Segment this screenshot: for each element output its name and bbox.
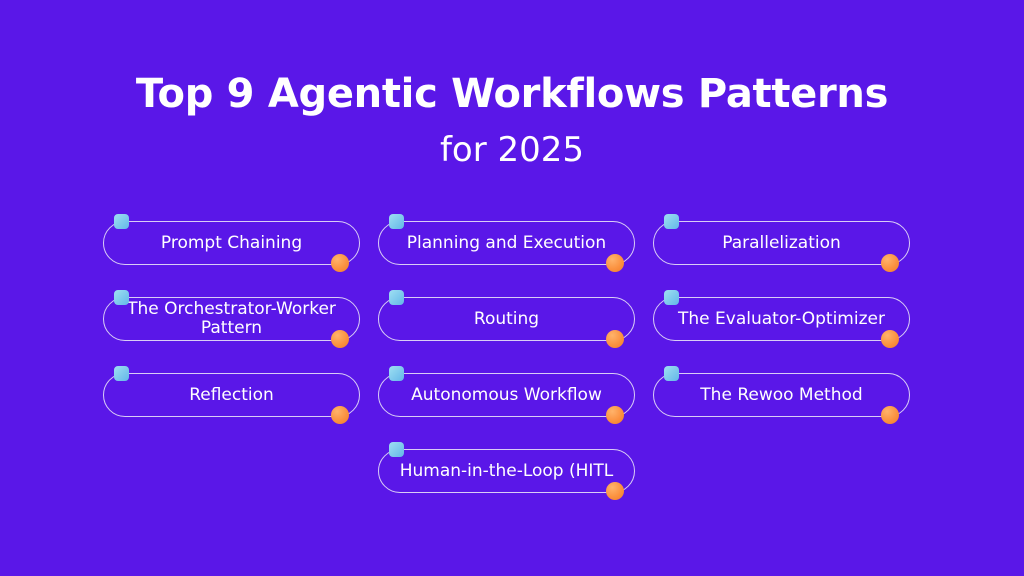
- square-node-icon: [664, 214, 679, 229]
- pattern-label: The Rewoo Method: [700, 384, 863, 405]
- circle-node-icon: [881, 406, 899, 424]
- title-block: Top 9 Agentic Workflows Patterns for 202…: [0, 68, 1024, 174]
- circle-node-icon: [331, 330, 349, 348]
- pattern-slot: The Orchestrator-Worker Pattern: [103, 290, 360, 348]
- pattern-pill[interactable]: The Rewoo Method: [653, 373, 910, 417]
- pattern-pill[interactable]: Parallelization: [653, 221, 910, 265]
- pattern-row: Prompt Chaining Planning and Execution Par…: [103, 214, 924, 272]
- pattern-label: Autonomous Workflow: [411, 384, 602, 405]
- square-node-icon: [389, 366, 404, 381]
- square-node-icon: [114, 366, 129, 381]
- pattern-pill[interactable]: Autonomous Workflow: [378, 373, 635, 417]
- pattern-row: The Orchestrator-Worker Pattern Routing Th…: [103, 290, 924, 348]
- pattern-slot: The Rewoo Method: [653, 366, 910, 424]
- pattern-label: Parallelization: [722, 232, 841, 253]
- pattern-slot: The Evaluator-Optimizer: [653, 290, 910, 348]
- pattern-pill[interactable]: Human-in-the-Loop (HITL: [378, 449, 635, 493]
- pattern-label: The Orchestrator-Worker Pattern: [127, 299, 336, 338]
- pattern-pill[interactable]: Routing: [378, 297, 635, 341]
- pattern-pill[interactable]: The Orchestrator-Worker Pattern: [103, 297, 360, 341]
- pattern-row: Human-in-the-Loop (HITL: [103, 442, 924, 500]
- circle-node-icon: [881, 254, 899, 272]
- square-node-icon: [114, 290, 129, 305]
- pattern-pill[interactable]: Prompt Chaining: [103, 221, 360, 265]
- pattern-label: Reflection: [189, 384, 274, 405]
- pattern-label: Prompt Chaining: [160, 232, 303, 253]
- square-node-icon: [389, 214, 404, 229]
- pattern-slot: Human-in-the-Loop (HITL: [378, 442, 635, 500]
- square-node-icon: [389, 290, 404, 305]
- pattern-slot: Autonomous Workflow: [378, 366, 635, 424]
- pattern-label: Human-in-the-Loop (HITL: [399, 460, 614, 481]
- pattern-label: Routing: [473, 308, 540, 329]
- circle-node-icon: [606, 482, 624, 500]
- circle-node-icon: [331, 406, 349, 424]
- pattern-slot: Reflection: [103, 366, 360, 424]
- page-subtitle: for 2025: [439, 130, 585, 170]
- pattern-label: The Evaluator-Optimizer: [678, 308, 885, 329]
- square-node-icon: [664, 290, 679, 305]
- square-node-icon: [664, 366, 679, 381]
- pattern-pill[interactable]: Reflection: [103, 373, 360, 417]
- pattern-slot: Parallelization: [653, 214, 910, 272]
- pattern-slot: Routing: [378, 290, 635, 348]
- pattern-pill[interactable]: Planning and Execution: [378, 221, 635, 265]
- circle-node-icon: [331, 254, 349, 272]
- pattern-label: Planning and Execution: [406, 232, 607, 253]
- pattern-slot: Prompt Chaining: [103, 214, 360, 272]
- pattern-slot: Planning and Execution: [378, 214, 635, 272]
- circle-node-icon: [606, 406, 624, 424]
- pattern-pill[interactable]: The Evaluator-Optimizer: [653, 297, 910, 341]
- pattern-row: Reflection Autonomous Workflow The Rewoo M…: [103, 366, 924, 424]
- circle-node-icon: [606, 254, 624, 272]
- square-node-icon: [114, 214, 129, 229]
- square-node-icon: [389, 442, 404, 457]
- page-title: Top 9 Agentic Workflows Patterns: [135, 71, 889, 117]
- pattern-grid: Prompt Chaining Planning and Execution Par…: [103, 214, 924, 518]
- circle-node-icon: [881, 330, 899, 348]
- circle-node-icon: [606, 330, 624, 348]
